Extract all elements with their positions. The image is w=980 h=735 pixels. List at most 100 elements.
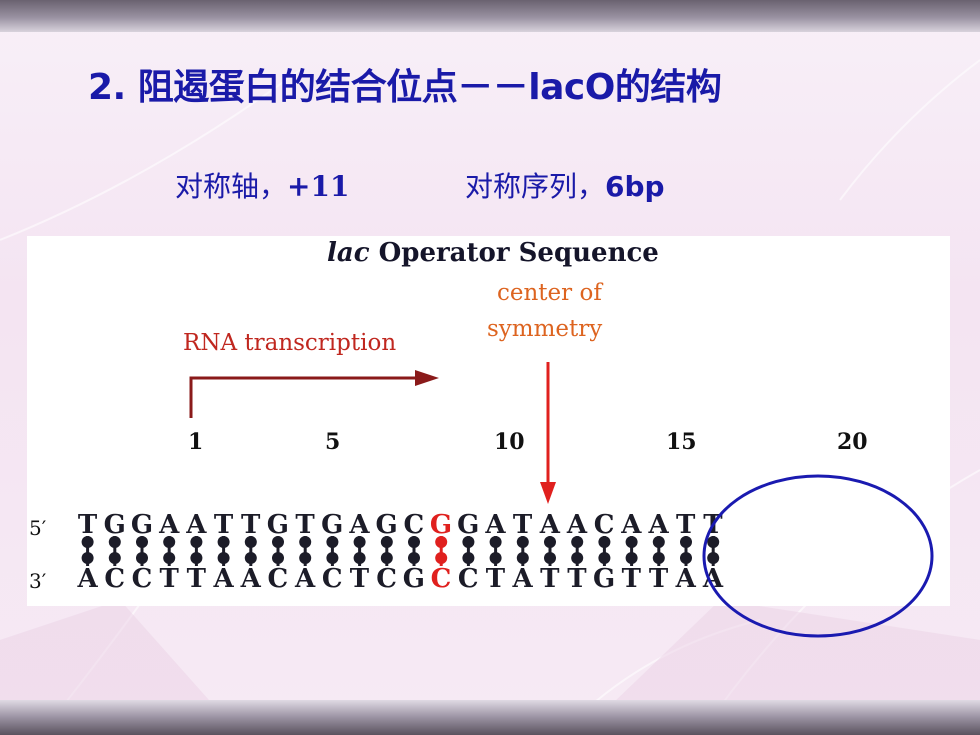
bottom-strand-base-21: T <box>621 564 642 594</box>
five-prime-label: 5′ <box>29 516 47 540</box>
base-pair-bond-21 <box>625 536 638 566</box>
top-strand-base-23: T <box>676 510 696 540</box>
bottom-strand-base-9: A <box>295 564 316 594</box>
bottom-strand-base-15: C <box>457 564 479 594</box>
base-pair-bond-6 <box>217 536 230 566</box>
top-strand-base-6: T <box>213 510 234 540</box>
top-strand-base-11: A <box>349 510 370 540</box>
bottom-strand-base-5: T <box>186 564 207 594</box>
top-strand-base-15: G <box>457 510 480 540</box>
base-pair-bond-12 <box>380 536 393 566</box>
top-strand-base-24: T <box>703 510 723 540</box>
top-strand-base-12: G <box>375 510 398 540</box>
bottom-strand-base-1: A <box>77 564 98 594</box>
top-strand-base-22: A <box>648 510 669 540</box>
position-20: 20 <box>837 429 868 455</box>
transcription-arrowhead <box>415 370 439 386</box>
bottom-strand-base-24: A <box>702 564 723 594</box>
bottom-strand-base-4: T <box>159 564 179 594</box>
base-pair-bond-13 <box>408 536 420 566</box>
position-5: 5 <box>325 429 341 455</box>
transcription-label: RNA transcription <box>183 330 397 356</box>
symmetric-sequence-value: 6bp <box>605 170 665 203</box>
base-pair-bond-9 <box>299 536 312 566</box>
base-pair-bond-17 <box>516 536 529 566</box>
top-strand-base-8: G <box>266 510 290 540</box>
bottom-strand-base-23: A <box>675 564 696 594</box>
symmetry-axis-text: 对称轴，+11 <box>175 165 349 205</box>
three-prime-label: 3′ <box>29 569 47 593</box>
base-pair-bond-5 <box>190 536 203 566</box>
symmetric-sequence-label: 对称序列， <box>465 170 606 203</box>
base-pair-bond-16 <box>489 536 502 566</box>
top-strand-base-18: A <box>539 510 560 540</box>
bottom-strand-base-13: G <box>402 564 425 594</box>
base-pair-bond-15 <box>462 536 475 566</box>
bottom-bar <box>0 700 980 735</box>
symmetry-axis-label: 对称轴， <box>175 170 288 203</box>
bottom-strand-base-3: C <box>131 564 153 594</box>
center-label-line2: symmetry <box>487 316 603 342</box>
base-pair-bond-24 <box>707 536 720 566</box>
base-pair-bond-2 <box>108 536 121 566</box>
top-strand-base-13: C <box>403 510 425 540</box>
top-strand-base-5: A <box>186 510 207 540</box>
bottom-strand-base-16: T <box>485 564 506 594</box>
base-pair-bond-3 <box>136 536 148 566</box>
top-strand-base-17: T <box>512 510 533 540</box>
top-strand-base-7: T <box>241 510 261 540</box>
symmetric-sequence-text: 对称序列，6bp <box>465 165 665 205</box>
top-strand-base-2: G <box>103 510 126 540</box>
position-1: 1 <box>188 429 204 455</box>
base-pair-bond-20 <box>598 536 611 566</box>
top-strand-base-14: G <box>429 510 453 540</box>
base-pair-bond-23 <box>680 536 692 566</box>
top-strand-base-19: A <box>566 510 588 540</box>
base-pair-bond-14 <box>435 536 448 566</box>
base-pair-bond-19 <box>571 536 584 566</box>
center-label-line1: center of <box>497 280 602 306</box>
bottom-strand-base-17: A <box>512 564 533 594</box>
position-10: 10 <box>494 429 525 455</box>
bottom-strand-base-22: T <box>648 564 669 594</box>
figure-arrows <box>81 362 720 566</box>
top-strand-base-4: A <box>159 510 180 540</box>
bottom-strand-base-2: C <box>104 564 126 594</box>
bottom-strand-base-14: C <box>430 564 452 594</box>
bottom-strand-base-7: A <box>240 564 261 594</box>
base-pair-bond-10 <box>326 536 339 566</box>
bottom-strand-base-20: G <box>593 564 616 594</box>
transcription-arrow <box>189 376 427 418</box>
base-pair-bond-1 <box>81 536 94 566</box>
bottom-strand-base-19: T <box>567 564 587 594</box>
base-pair-bond-22 <box>652 536 665 566</box>
bottom-strand-base-10: C <box>321 564 343 594</box>
figure-title-rest: Operator Sequence <box>369 238 659 268</box>
base-pair-bond-4 <box>163 536 176 566</box>
position-15: 15 <box>666 429 697 455</box>
top-strand-base-9: T <box>295 510 315 540</box>
slide-title: 2. 阻遏蛋白的结合位点－－lacO的结构 <box>88 67 722 108</box>
figure-title: lac Operator Sequence <box>327 238 659 268</box>
symmetry-arrowhead <box>540 482 556 504</box>
top-strand-base-21: A <box>621 510 642 540</box>
bottom-strand-base-18: T <box>540 564 560 594</box>
figure-title-italic: lac <box>327 238 370 268</box>
base-pair-bond-7 <box>244 536 257 566</box>
bottom-strand-base-6: A <box>213 564 234 594</box>
bottom-strand-base-12: C <box>376 564 397 594</box>
top-strand-base-10: G <box>321 510 344 540</box>
top-strand-base-16: A <box>485 510 506 540</box>
top-bar <box>0 0 980 32</box>
top-strand-base-1: T <box>77 510 98 540</box>
top-strand-base-3: G <box>130 510 154 540</box>
top-strand-base-20: C <box>593 510 615 540</box>
bottom-strand-base-8: C <box>267 564 289 594</box>
base-pair-bond-8 <box>272 536 284 566</box>
bottom-strand-base-11: T <box>349 564 370 594</box>
base-pair-bonds <box>81 536 720 566</box>
base-pair-bond-11 <box>353 536 366 566</box>
lac-operator-figure: lac Operator Sequence center of symmetry… <box>27 236 950 606</box>
